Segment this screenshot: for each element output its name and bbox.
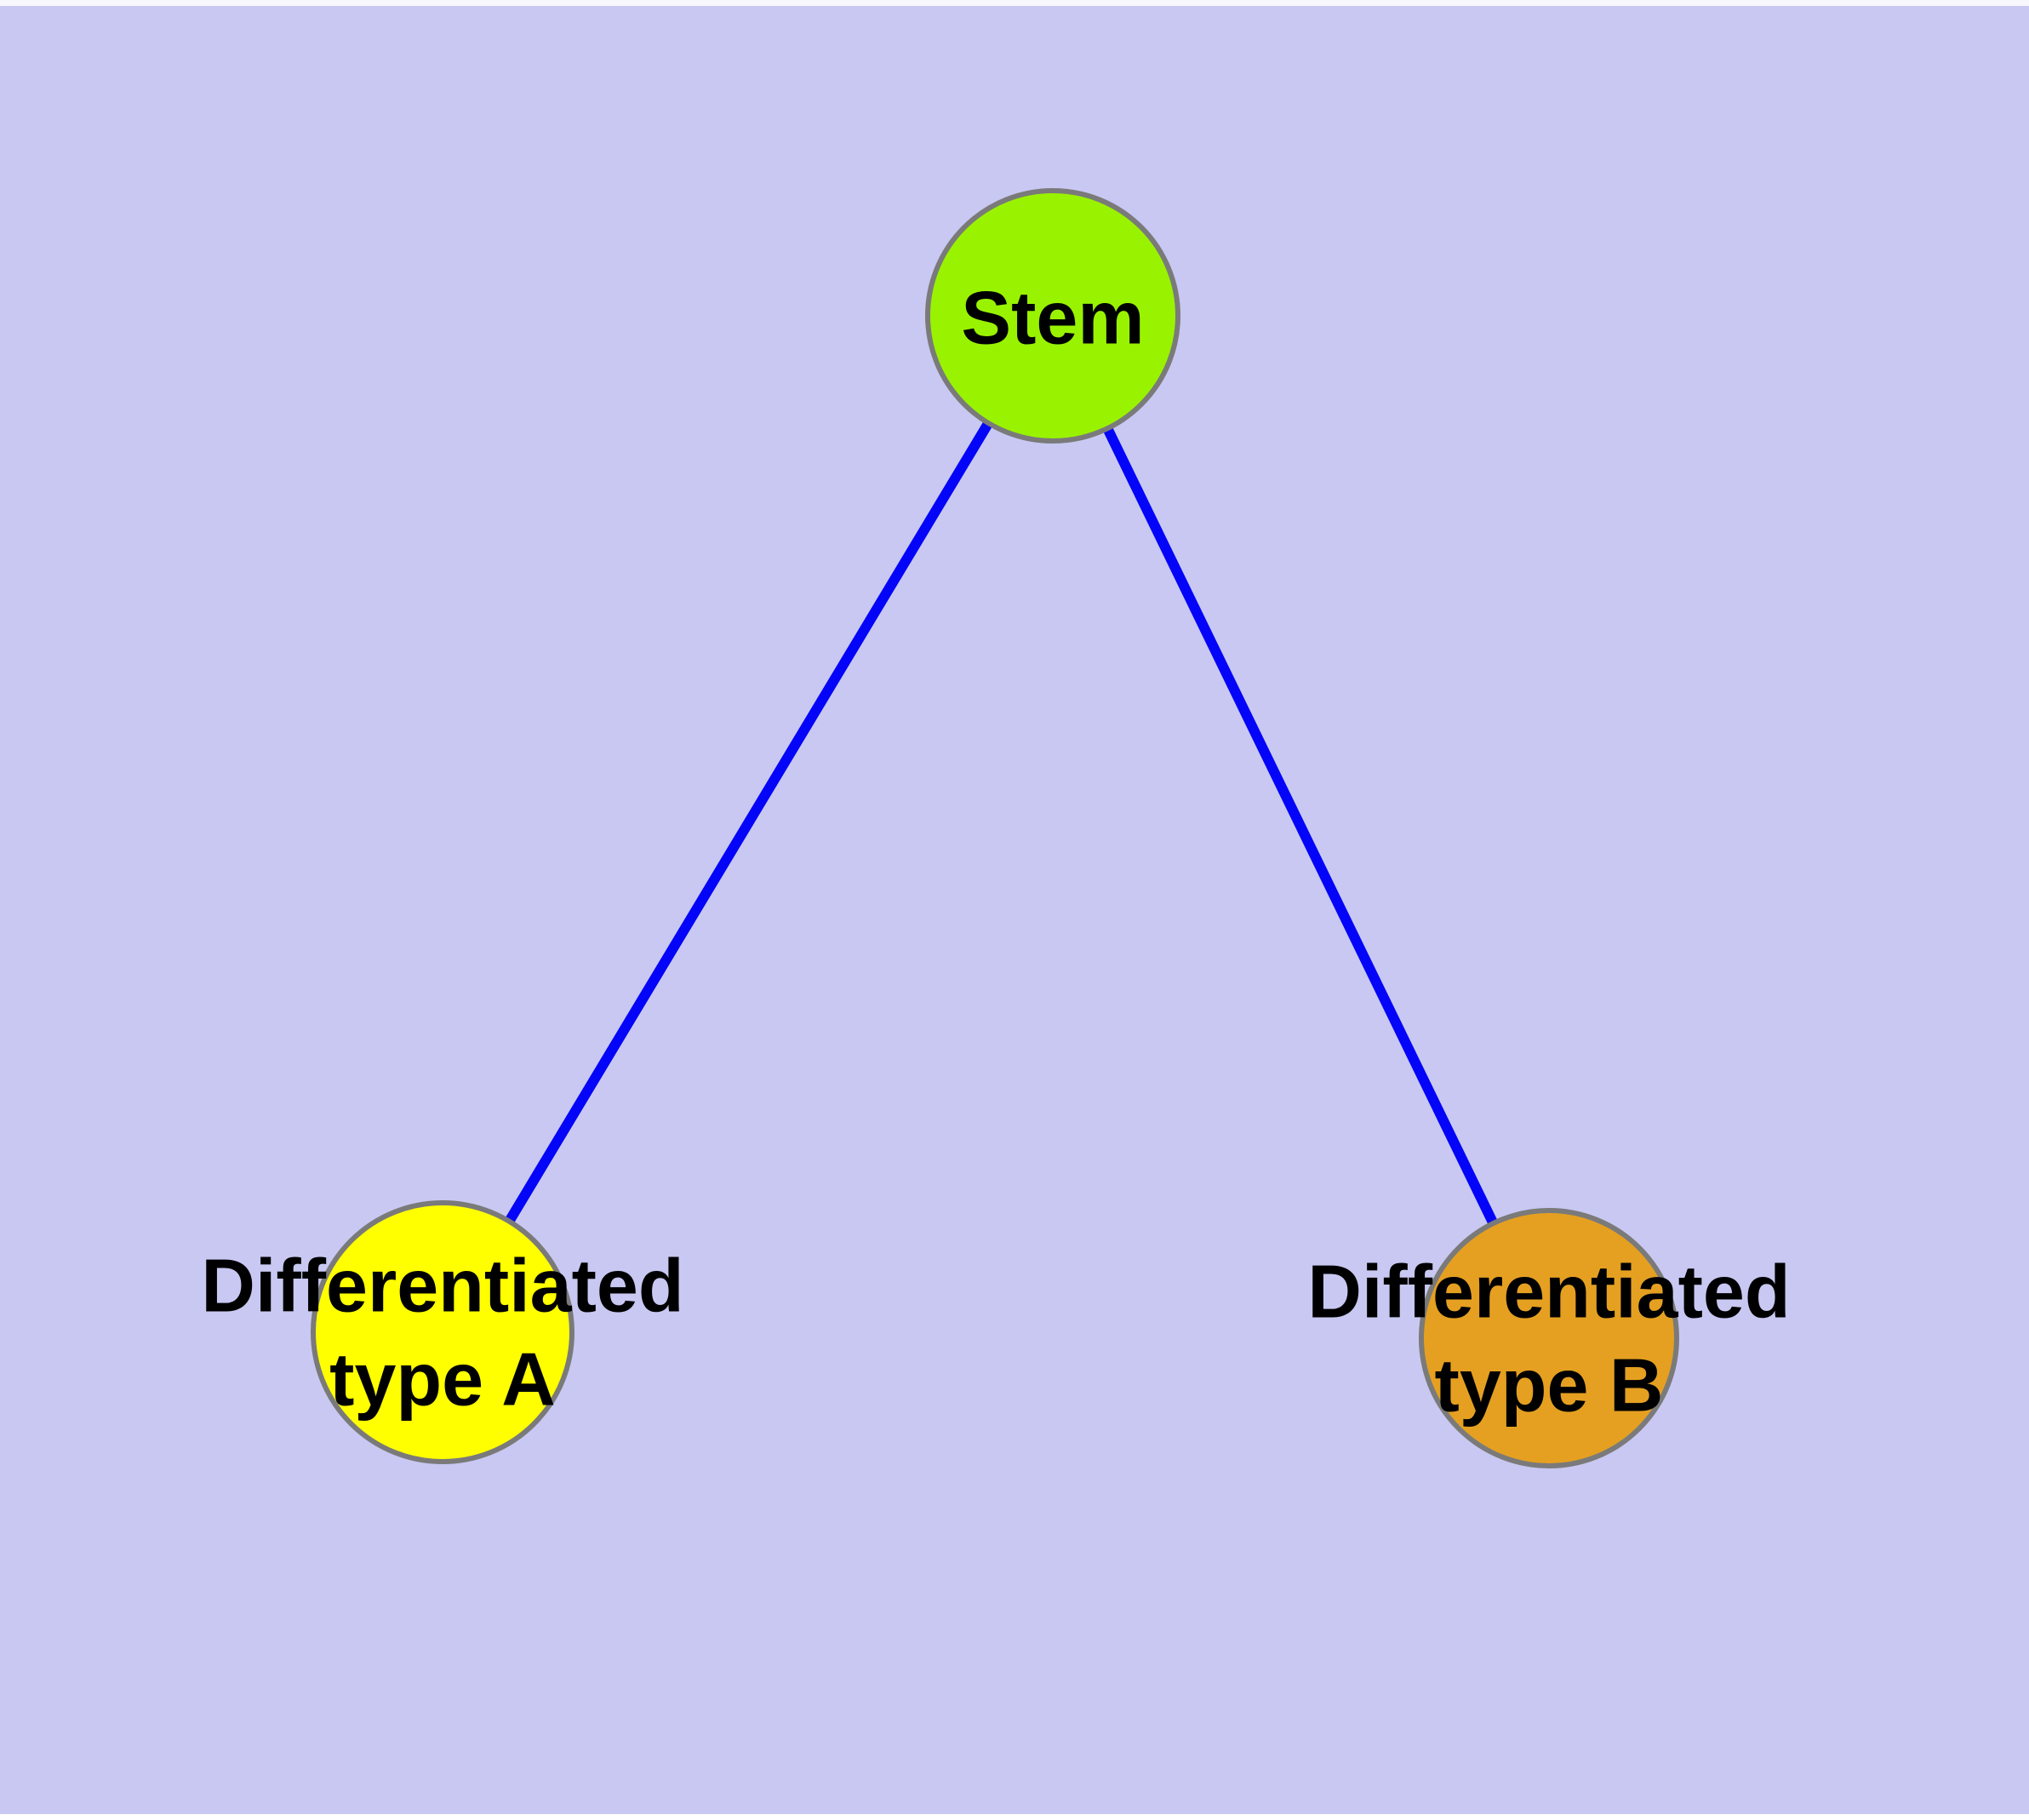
node-differentiated-type-b[interactable]: Differentiated type B xyxy=(1307,1208,1791,1468)
edge-stem-to-type-b xyxy=(1048,311,1554,1343)
stem-node-label: Stem xyxy=(961,276,1144,360)
window-bottom-edge xyxy=(0,1814,2029,1820)
differentiated-type-a-label-line1: Differentiated xyxy=(201,1244,683,1328)
node-stem[interactable]: Stem xyxy=(925,188,1180,444)
differentiated-type-b-label-line1: Differentiated xyxy=(1307,1250,1790,1334)
differentiated-type-a-label-line2: type A xyxy=(329,1337,556,1422)
window-top-edge xyxy=(0,0,2029,6)
differentiated-type-b-node-circle[interactable] xyxy=(1419,1208,1679,1468)
edge-stem-to-type-a xyxy=(437,311,1058,1337)
node-differentiated-type-a[interactable]: Differentiated type A xyxy=(201,1200,684,1464)
differentiated-type-a-node-circle[interactable] xyxy=(311,1200,574,1464)
stem-node-circle[interactable] xyxy=(925,188,1180,444)
differentiated-type-b-label-line2: type B xyxy=(1435,1343,1664,1428)
